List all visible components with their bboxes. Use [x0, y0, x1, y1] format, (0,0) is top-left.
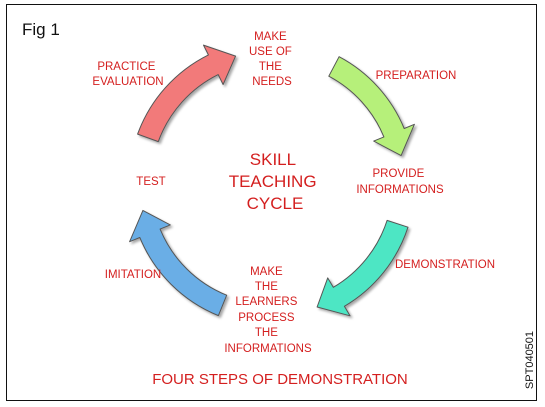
arrow-demonstration — [316, 219, 409, 317]
step-top-label: MAKE USE OF THE NEEDS — [249, 31, 295, 88]
arrow-preparation — [328, 56, 415, 157]
figure-label: Fig 1 — [22, 20, 60, 39]
step-top-line: NEEDS — [252, 76, 292, 88]
center-title: SKILL TEACHING CYCLE — [229, 150, 322, 213]
step-bottom-label: MAKE THE LEARNERS PROCESS THE INFORMATIO… — [224, 266, 312, 355]
step-bottom-line: PROCESS — [238, 312, 295, 324]
step-bottom-line: THE — [255, 327, 278, 339]
arrow-imitation — [129, 209, 228, 317]
step-right-label: PROVIDE INFORMATIONS — [356, 168, 444, 196]
step-bottom-line: THE — [255, 281, 278, 293]
step-bottom-line: INFORMATIONS — [224, 343, 312, 355]
step-top-line: THE — [259, 61, 282, 73]
step-right-line: INFORMATIONS — [356, 184, 444, 196]
step-top-line: MAKE — [254, 31, 287, 43]
cycle-arrows — [129, 44, 415, 317]
step-bottom-line: LEARNERS — [235, 296, 297, 308]
transition-top-left-line: PRACTICE — [97, 61, 155, 73]
step-right-line: PROVIDE — [373, 168, 425, 180]
transition-bottom-left-label: IMITATION — [105, 269, 161, 281]
transition-top-left-line: EVALUATION — [92, 76, 163, 88]
transition-bottom-right-label: DEMONSTRATION — [395, 259, 495, 271]
step-left-label: TEST — [136, 176, 165, 188]
figure-caption: FOUR STEPS OF DEMONSTRATION — [152, 371, 408, 388]
center-title-line: CYCLE — [247, 194, 304, 213]
figure-code: SPT040501 — [524, 331, 536, 389]
center-title-line: SKILL — [250, 150, 296, 169]
step-top-line: USE OF — [249, 46, 292, 58]
center-title-line: TEACHING — [229, 172, 317, 191]
step-bottom-line: MAKE — [250, 266, 283, 278]
transition-top-right-label: PREPARATION — [376, 70, 457, 82]
figure-frame — [6, 4, 537, 401]
transition-top-left-label: PRACTICE EVALUATION — [92, 61, 163, 88]
arrow-evaluation — [137, 44, 237, 143]
